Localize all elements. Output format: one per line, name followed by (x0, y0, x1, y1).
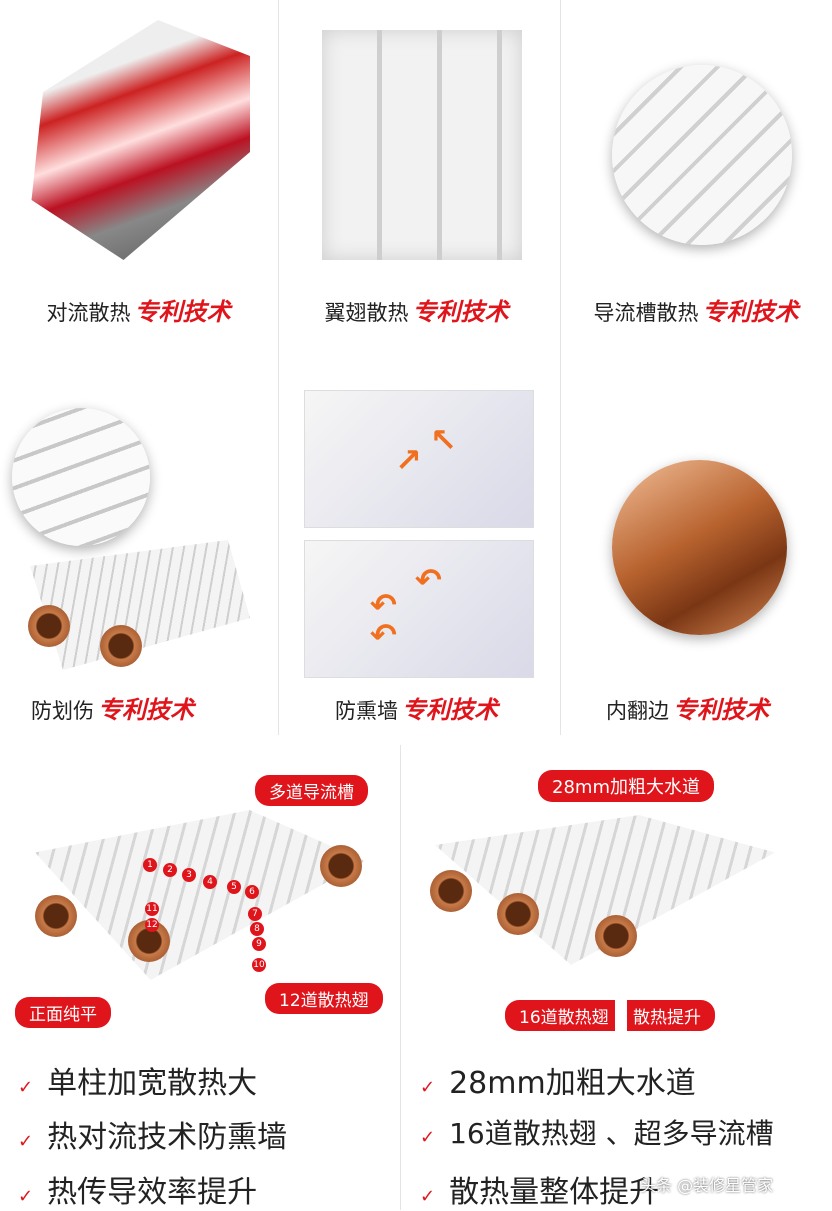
feature-label: 防划伤 (31, 699, 94, 723)
fin-number-marker: 6 (245, 885, 259, 899)
fin-number-marker: 4 (203, 875, 217, 889)
fin-number-marker: 3 (182, 868, 196, 882)
copper-pipe (28, 605, 70, 647)
tag-guide-grooves: 多道导流槽 (255, 775, 368, 806)
left-bullet: ✓ 热对流技术防熏墙 (18, 1112, 287, 1156)
tag-12-fins: 12道散热翅 (265, 983, 383, 1014)
check-icon: ✓ (18, 1077, 34, 1098)
fin-number-marker: 11 (145, 902, 159, 916)
right-bullet: ✓ 16道散热翅 、超多导流槽 (420, 1112, 774, 1152)
feature-label: 导流槽散热 (593, 301, 699, 325)
left-bullet: ✓ 热传导效率提升 (18, 1167, 257, 1211)
copper-pipe (595, 915, 637, 957)
feature-highlight: 专利技术 (702, 298, 799, 326)
room-convection-image (31, 20, 250, 260)
feature-highlight: 专利技术 (402, 696, 498, 724)
copper-pipe (497, 893, 539, 935)
feature-highlight: 专利技术 (412, 298, 509, 326)
copper-pipe (320, 845, 362, 887)
tag-28mm-pipe: 28mm加粗大水道 (538, 770, 714, 802)
copper-pipe (35, 895, 77, 937)
radiator-12-fin-cross-section (35, 810, 365, 980)
tag-flat-front: 正面纯平 (15, 997, 111, 1028)
check-icon: ✓ (420, 1186, 436, 1207)
fin-number-marker: 1 (143, 858, 157, 872)
right-bullet: ✓ 散热量整体提升 (420, 1167, 659, 1211)
feature-highlight: 专利技术 (98, 696, 194, 724)
fin-number-marker: 8 (250, 922, 264, 936)
check-icon: ✓ (18, 1131, 34, 1152)
bullet-text: 16道散热翅 、超多导流槽 (449, 1117, 774, 1150)
tag-heat-boost: 散热提升 (627, 1000, 715, 1031)
guide-groove-image (612, 65, 792, 245)
divider (278, 0, 279, 735)
feature-5: 防熏墙专利技术 (278, 690, 555, 730)
divider (560, 0, 561, 735)
feature-2: 翼翅散热专利技术 (278, 292, 555, 332)
airflow-arrow-icon: ↶ (370, 616, 397, 654)
tag-16-fins: 16道散热翅 (505, 1000, 615, 1031)
bullet-text: 28mm加粗大水道 (449, 1066, 696, 1101)
bullet-text: 热传导效率提升 (47, 1175, 258, 1210)
feature-label: 翼翅散热 (324, 301, 409, 325)
feature-highlight: 专利技术 (673, 696, 769, 724)
left-bullet: ✓ 单柱加宽散热大 (18, 1058, 257, 1102)
check-icon: ✓ (420, 1077, 436, 1098)
airflow-arrow-icon: ↶ (370, 586, 397, 624)
inner-flange-pipe-image (612, 460, 787, 635)
airflow-arrow-icon: ↖ (430, 421, 457, 459)
bullet-text: 热对流技术防熏墙 (47, 1120, 288, 1155)
divider (400, 745, 401, 1210)
feature-label: 内翻边 (606, 699, 669, 723)
fin-number-marker: 10 (252, 958, 266, 972)
bullet-text: 散热量整体提升 (449, 1175, 660, 1210)
feature-4: 防划伤专利技术 (0, 690, 225, 730)
fin-number-marker: 12 (145, 918, 159, 932)
right-bullet: ✓ 28mm加粗大水道 (420, 1058, 696, 1102)
fin-number-marker: 9 (252, 937, 266, 951)
fin-number-marker: 7 (248, 907, 262, 921)
feature-6: 内翻边专利技术 (560, 690, 815, 730)
check-icon: ✓ (18, 1186, 34, 1207)
check-icon: ✓ (420, 1127, 436, 1148)
scratch-proof-closeup-image (12, 408, 150, 546)
feature-highlight: 专利技术 (134, 298, 231, 326)
feature-1: 对流散热专利技术 (0, 292, 277, 332)
feature-label: 对流散热 (46, 301, 131, 325)
radiator-wing-image (322, 30, 522, 260)
anti-smoke-image-2: ↶↶↶ (304, 540, 534, 678)
airflow-arrow-icon: ↶ (415, 561, 442, 599)
fin-number-marker: 2 (163, 863, 177, 877)
feature-label: 防熏墙 (335, 699, 398, 723)
fin-number-marker: 5 (227, 880, 241, 894)
bullet-text: 单柱加宽散热大 (47, 1066, 258, 1101)
feature-3: 导流槽散热专利技术 (560, 292, 832, 332)
anti-smoke-image-1: ↗↖ (304, 390, 534, 528)
airflow-arrow-icon: ↗ (395, 441, 422, 479)
copper-pipe (100, 625, 142, 667)
watermark: 头条 @装修星管家 (640, 1176, 774, 1195)
copper-pipe (430, 870, 472, 912)
